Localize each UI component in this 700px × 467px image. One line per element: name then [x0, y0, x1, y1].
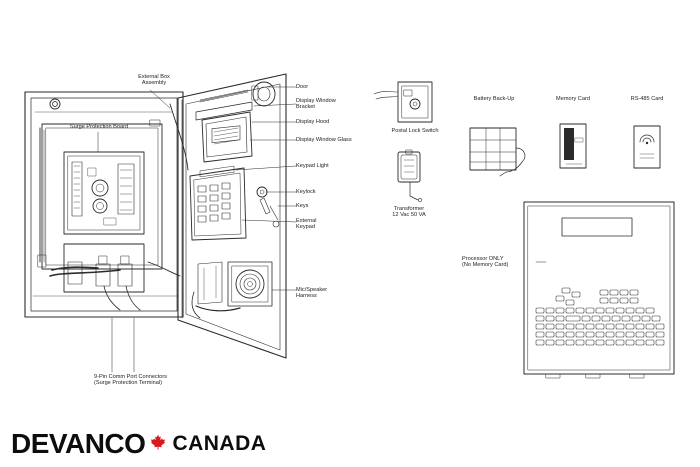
battery-backup	[469, 127, 526, 177]
label-surge-protection-board: Surge Protection Board	[69, 124, 129, 130]
label-processor-only: Processor ONLY (No Memory Card)	[462, 256, 508, 269]
label-keys: Keys	[296, 203, 309, 209]
label-line: 12 Vac 50 VA	[392, 212, 426, 219]
maple-leaf-icon	[150, 434, 166, 455]
door	[177, 73, 287, 359]
label-line: Transformer	[393, 206, 425, 212]
label-external-box-assembly: External Box Assembly	[126, 74, 182, 87]
label-postal-lock-switch: Postal Lock Switch	[391, 128, 439, 134]
label-battery-backup: Battery Back-Up	[473, 96, 515, 102]
surge-protection-board	[63, 151, 145, 235]
label-line: Keypad	[296, 224, 315, 231]
label-line: Harness	[296, 293, 317, 300]
brand-name: DEVANCO	[11, 428, 146, 459]
label-keypad-light: Keypad Light	[296, 163, 329, 169]
label-line: Processor ONLY	[462, 256, 504, 262]
label-line: External	[296, 218, 317, 224]
transformer	[397, 149, 422, 202]
label-line: Mic/Speaker	[296, 287, 328, 293]
label-line: (Surge Protection Terminal)	[94, 380, 162, 387]
label-line: (No Memory Card)	[462, 262, 509, 269]
external-box-assembly	[24, 91, 184, 318]
rs485-card	[633, 125, 661, 169]
mic-speaker-harness	[191, 261, 273, 319]
comm-port-connectors	[49, 243, 181, 311]
box-to-door-wiring	[169, 103, 189, 171]
label-line: Display Window	[296, 98, 336, 104]
label-display-window-bracket: Display Window Bracket	[296, 98, 336, 111]
display-window-assembly	[195, 101, 253, 163]
label-external-keypad: External Keypad	[296, 218, 317, 231]
label-door: Door	[296, 84, 309, 90]
brand-country: CANADA	[172, 432, 267, 455]
label-display-window-glass: Display Window Glass	[296, 137, 352, 143]
door-camera	[251, 81, 276, 107]
label-transformer: Transformer 12 Vac 50 VA	[380, 206, 438, 219]
label-line: External Box	[138, 74, 170, 80]
memory-card	[559, 123, 587, 169]
label-line: 9-Pin Comm Port Connectors	[94, 374, 168, 380]
postal-lock-switch	[373, 81, 433, 123]
brand-logo: DEVANCO CANADA	[11, 428, 267, 459]
label-mic-speaker-harness: Mic/Speaker Harness	[296, 287, 327, 300]
label-rs485-card: RS-485 Card	[630, 96, 664, 102]
label-line: Assembly	[141, 80, 167, 87]
external-keypad	[189, 165, 247, 241]
label-line: Bracket	[296, 104, 315, 111]
label-keylock: Keylock	[296, 189, 316, 195]
callout-leaders	[97, 86, 297, 373]
label-comm-port-connectors: 9-Pin Comm Port Connectors (Surge Protec…	[94, 374, 167, 387]
label-memory-card: Memory Card	[556, 96, 590, 102]
label-display-hood: Display Hood	[296, 119, 330, 125]
processor	[523, 201, 675, 379]
